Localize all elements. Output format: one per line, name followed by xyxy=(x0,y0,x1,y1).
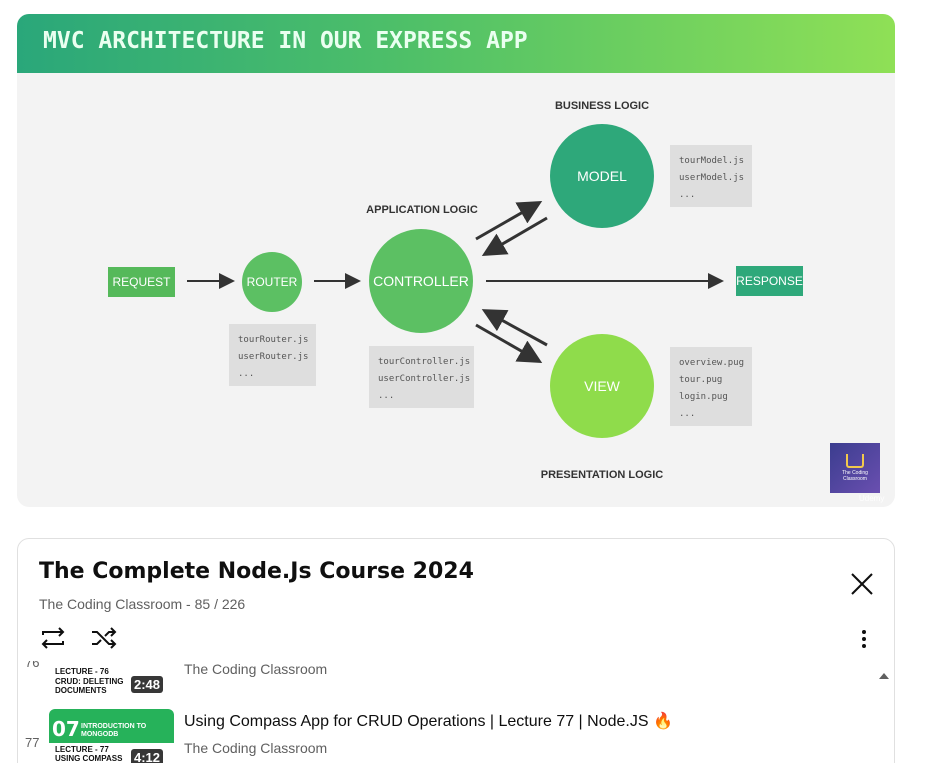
slide-title: MVC ARCHITECTURE IN OUR EXPRESS APP xyxy=(43,28,528,54)
playlist-subtitle: The Coding Classroom - 85 / 226 xyxy=(39,596,246,612)
arrow-controller-view xyxy=(475,323,543,363)
playlist-panel: The Complete Node.Js Course 2024 The Cod… xyxy=(17,538,895,763)
model-file-2: userModel.js xyxy=(679,173,744,183)
item-index: 76 xyxy=(25,661,40,670)
item-channel: The Coding Classroom xyxy=(184,740,328,756)
request-box xyxy=(108,267,175,297)
router-file-3: ... xyxy=(238,369,254,379)
thumb-banner xyxy=(49,709,174,743)
presentation-logic-label: PRESENTATION LOGIC xyxy=(541,469,663,481)
router-node xyxy=(242,252,302,312)
thumb-heading: INTRODUCTION TO MONGODB xyxy=(81,723,147,738)
item-thumbnail[interactable]: 07 INTRODUCTION TO MONGODB LECTURE - 77 … xyxy=(49,709,174,763)
view-file-2: tour.pug xyxy=(679,375,722,385)
application-logic-label: APPLICATION LOGIC xyxy=(366,204,478,216)
controller-label: CONTROLLER xyxy=(373,273,469,289)
model-file-3: ... xyxy=(679,190,695,200)
request-label: REQUEST xyxy=(112,275,171,289)
shuffle-icon[interactable] xyxy=(90,626,118,650)
close-icon[interactable] xyxy=(849,571,875,597)
item-index: 77 xyxy=(25,735,40,750)
view-node xyxy=(550,334,654,438)
view-label: VIEW xyxy=(584,378,621,394)
logo-mark-icon xyxy=(846,454,864,468)
router-label: ROUTER xyxy=(247,275,298,289)
more-vert-icon[interactable] xyxy=(854,627,874,651)
video-player[interactable]: MVC ARCHITECTURE IN OUR EXPRESS APP BUSI… xyxy=(17,14,895,507)
loop-icon[interactable] xyxy=(39,626,67,650)
item-duration: 2:48 xyxy=(131,676,164,693)
item-thumbnail[interactable]: LECTURE - 76 CRUD: DELETING DOCUMENTS 2:… xyxy=(49,661,174,701)
view-files-box xyxy=(670,347,752,426)
item-channel: The Coding Classroom xyxy=(184,661,328,677)
view-file-4: ... xyxy=(679,409,695,419)
thumb-lecture: LECTURE - 76 xyxy=(55,667,109,676)
thumb-text: USING COMPASS xyxy=(55,754,123,763)
item-duration: 4:12 xyxy=(131,749,164,763)
item-title[interactable]: Using Compass App for CRUD Operations | … xyxy=(184,711,673,731)
view-file-3: login.pug xyxy=(679,392,728,402)
response-box xyxy=(736,266,803,296)
view-file-1: overview.pug xyxy=(679,358,744,368)
controller-node xyxy=(369,229,473,333)
arrow-controller-model xyxy=(475,201,543,241)
thumb-number: 07 xyxy=(52,717,80,741)
router-file-2: userRouter.js xyxy=(238,352,308,362)
router-files-box xyxy=(229,324,316,386)
router-file-1: tourRouter.js xyxy=(238,335,308,345)
playlist-item[interactable]: 77 07 INTRODUCTION TO MONGODB LECTURE - … xyxy=(18,709,868,763)
response-label: RESPONSE xyxy=(736,274,803,288)
scroll-up-icon[interactable] xyxy=(879,672,889,680)
playlist-title[interactable]: The Complete Node.Js Course 2024 xyxy=(39,559,474,584)
model-files-box xyxy=(670,145,752,207)
playlist-item[interactable]: 76 LECTURE - 76 CRUD: DELETING DOCUMENTS… xyxy=(18,661,868,701)
item-title-text: Using Compass App for CRUD Operations | … xyxy=(184,713,649,730)
controller-files-box xyxy=(369,346,474,408)
arrow-model-controller xyxy=(481,216,548,257)
playlist-items: 76 LECTURE - 76 CRUD: DELETING DOCUMENTS… xyxy=(18,661,894,763)
udemy-watermark: Udemy xyxy=(859,494,885,503)
thumb-text: CRUD: DELETING DOCUMENTS xyxy=(55,677,124,695)
controller-file-2: userController.js xyxy=(378,374,470,384)
model-label: MODEL xyxy=(577,168,627,184)
mvc-diagram: BUSINESS LOGIC APPLICATION LOGIC PRESENT… xyxy=(108,100,803,481)
channel-logo: The Coding Classroom xyxy=(830,443,880,493)
logo-text: The Coding Classroom xyxy=(842,470,868,482)
slide-header: MVC ARCHITECTURE IN OUR EXPRESS APP xyxy=(17,14,895,73)
fire-icon: 🔥 xyxy=(652,713,673,730)
thumb-lecture: LECTURE - 77 xyxy=(55,745,109,754)
business-logic-label: BUSINESS LOGIC xyxy=(555,100,649,112)
controller-file-1: tourController.js xyxy=(378,357,470,367)
controller-file-3: ... xyxy=(378,391,394,401)
arrow-view-controller xyxy=(481,309,548,347)
model-node xyxy=(550,124,654,228)
model-file-1: tourModel.js xyxy=(679,156,744,166)
